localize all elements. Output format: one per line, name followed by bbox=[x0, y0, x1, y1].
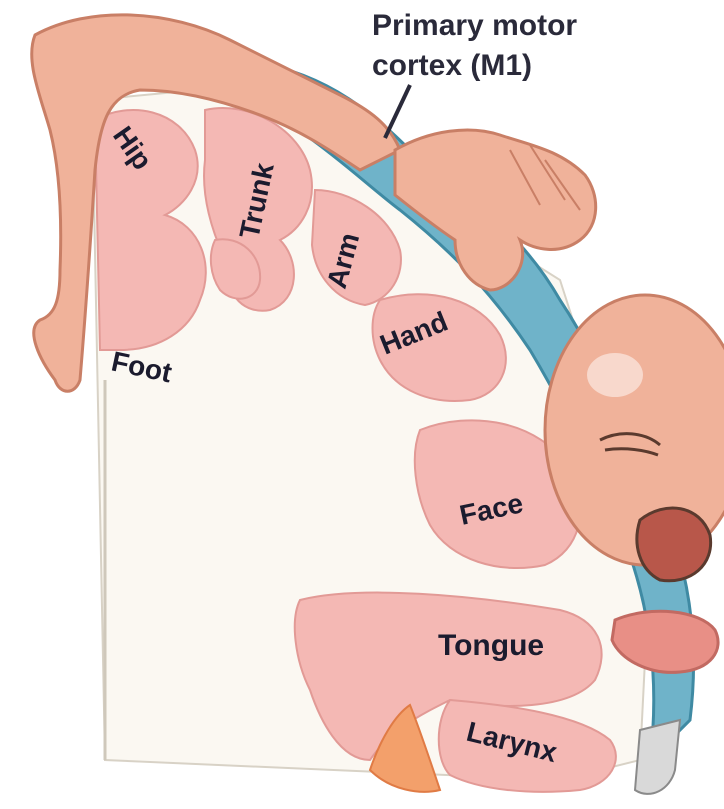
tongue-label: Tongue bbox=[438, 629, 544, 662]
mouth-icon bbox=[637, 508, 711, 581]
m1-label-line1: Primary motor bbox=[372, 9, 577, 42]
m1-label-line2: cortex (M1) bbox=[372, 49, 532, 82]
m1-pointer-line bbox=[385, 85, 410, 138]
head-highlight bbox=[587, 353, 643, 397]
larynx-icon bbox=[635, 720, 680, 794]
